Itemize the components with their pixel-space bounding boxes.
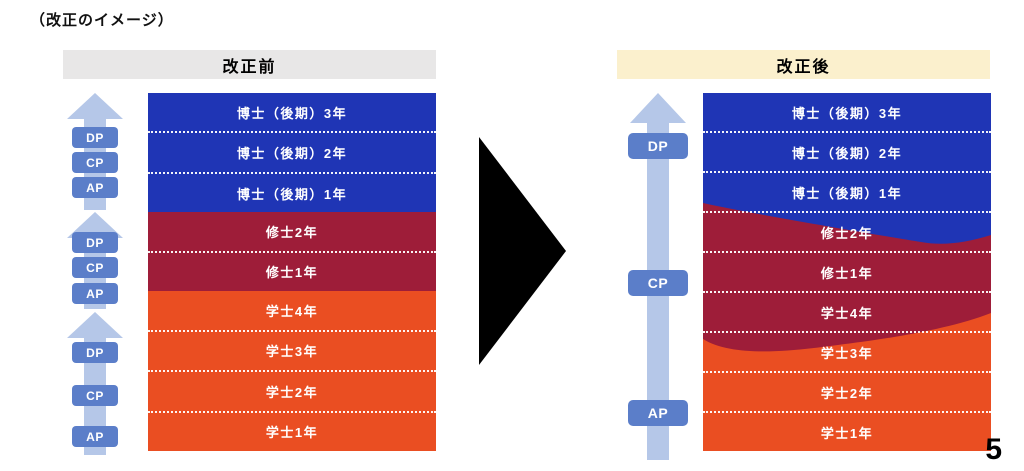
ap-badge: AP xyxy=(72,426,118,447)
chart-row: 学士4年 xyxy=(148,291,436,330)
chart-row: 修士2年 xyxy=(703,211,991,251)
chart-row: 博士（後期）3年 xyxy=(703,93,991,131)
after-header: 改正後 xyxy=(617,50,990,79)
blended-regions-graphic xyxy=(703,93,991,451)
row-label: 博士（後期）3年 xyxy=(791,105,903,121)
after-chart: 博士（後期）3年 博士（後期）2年 博士（後期）1年 修士2年 修士1年 学士4… xyxy=(703,93,991,451)
row-label: 学士3年 xyxy=(820,345,874,361)
chart-row: 修士1年 xyxy=(148,250,436,292)
transition-arrow-icon xyxy=(479,137,566,365)
dp-badge: DP xyxy=(628,133,688,159)
cp-badge: CP xyxy=(72,152,118,173)
chart-row: 学士3年 xyxy=(148,329,436,371)
row-label: 学士4年 xyxy=(265,303,319,319)
before-chart: 博士（後期）3年 博士（後期）2年 博士（後期）1年 修士2年 修士1年 学士4… xyxy=(148,93,436,451)
ap-badge: AP xyxy=(72,283,118,304)
row-label: 学士1年 xyxy=(820,425,874,441)
cp-badge: CP xyxy=(72,385,118,406)
row-label: 学士3年 xyxy=(265,344,319,360)
dp-badge: DP xyxy=(72,342,118,363)
row-label: 修士1年 xyxy=(820,265,874,281)
chart-row: 学士1年 xyxy=(703,411,991,451)
chart-row: 学士3年 xyxy=(703,331,991,371)
row-label: 博士（後期）1年 xyxy=(791,185,903,201)
ap-badge: AP xyxy=(72,177,118,198)
chart-row: 学士1年 xyxy=(148,410,436,451)
chart-row: 博士（後期）2年 xyxy=(148,131,436,172)
chart-row: 学士4年 xyxy=(703,291,991,331)
row-label: 博士（後期）1年 xyxy=(236,186,348,202)
chart-row: 学士2年 xyxy=(148,370,436,411)
row-label: 博士（後期）2年 xyxy=(236,146,348,162)
after-rows: 博士（後期）3年 博士（後期）2年 博士（後期）1年 修士2年 修士1年 学士4… xyxy=(703,93,991,451)
dp-badge: DP xyxy=(72,127,118,148)
up-arrow-icon xyxy=(66,93,124,210)
chart-row: 博士（後期）1年 xyxy=(148,171,436,213)
chart-row: 博士（後期）1年 xyxy=(703,171,991,211)
row-label: 修士1年 xyxy=(265,265,319,281)
cp-badge: CP xyxy=(628,270,688,296)
row-label: 修士2年 xyxy=(265,225,319,241)
chart-row: 修士2年 xyxy=(148,212,436,251)
dp-badge: DP xyxy=(72,232,118,253)
row-label: 博士（後期）2年 xyxy=(791,145,903,161)
ap-badge: AP xyxy=(628,400,688,426)
row-label: 学士1年 xyxy=(265,425,319,441)
page-number: 5 xyxy=(985,433,1002,466)
slide-title: （改正のイメージ） xyxy=(30,12,174,29)
up-arrow-icon xyxy=(66,312,124,455)
chart-row: 学士2年 xyxy=(703,371,991,411)
chart-row: 博士（後期）3年 xyxy=(148,93,436,132)
row-label: 学士2年 xyxy=(820,385,874,401)
cp-badge: CP xyxy=(72,257,118,278)
row-label: 学士4年 xyxy=(820,305,874,321)
row-label: 学士2年 xyxy=(265,384,319,400)
before-header: 改正前 xyxy=(63,50,436,79)
chart-row: 修士1年 xyxy=(703,251,991,291)
row-label: 修士2年 xyxy=(820,225,874,241)
chart-row: 博士（後期）2年 xyxy=(703,131,991,171)
row-label: 博士（後期）3年 xyxy=(236,105,348,121)
